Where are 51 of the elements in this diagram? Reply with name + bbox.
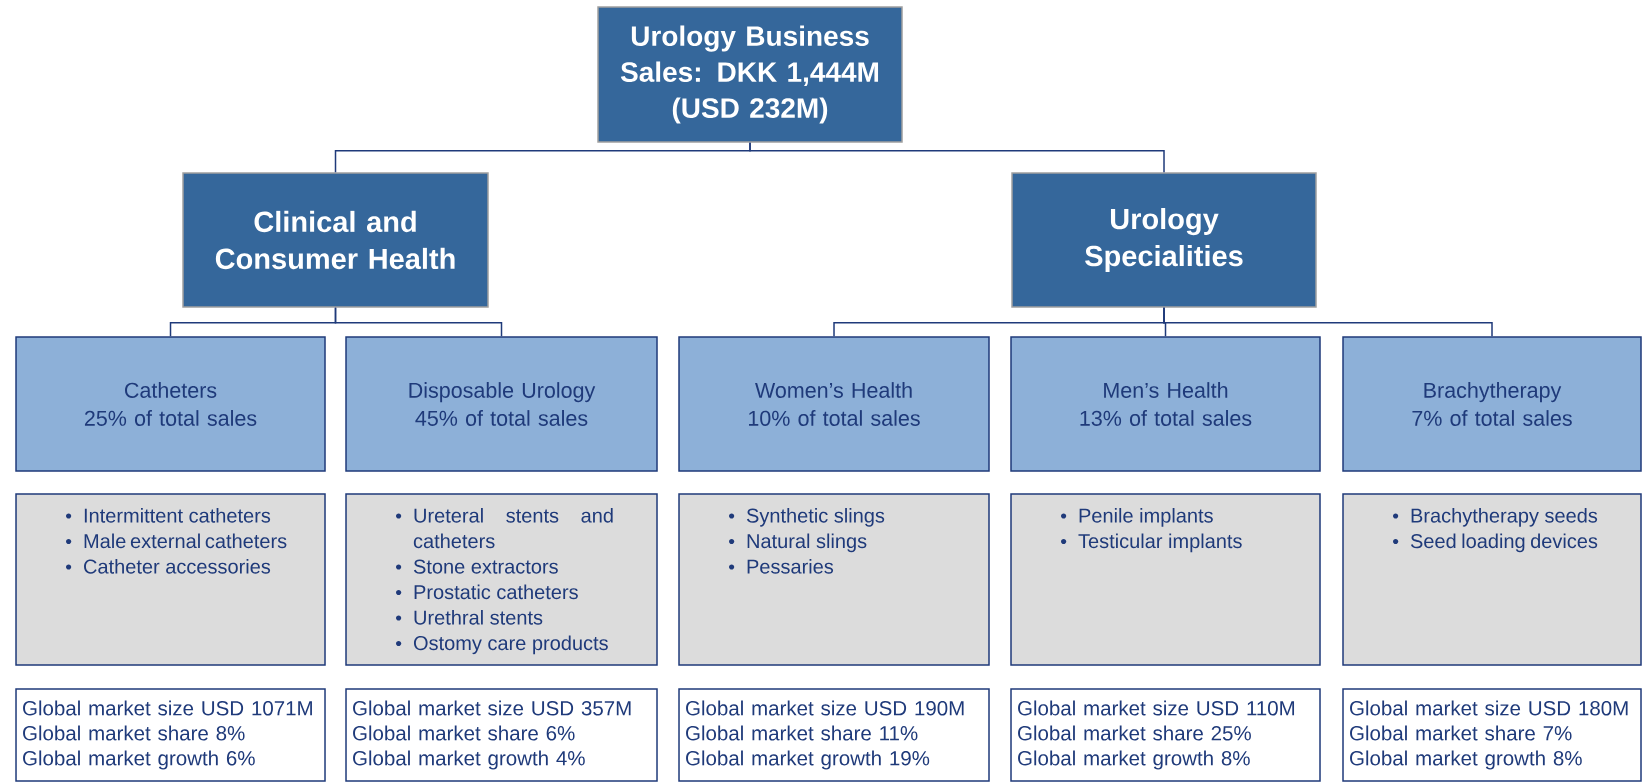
category-box: Brachytherapy 7% of total sales bbox=[1342, 336, 1642, 472]
stat-line: Global market growth 19% bbox=[686, 750, 930, 770]
bullet-item: Prostatic catheters bbox=[396, 584, 578, 600]
stat-line: Global market growth 8% bbox=[1350, 750, 1582, 770]
bullet-item: Natural slings bbox=[729, 533, 867, 553]
division-box: Clinical and Consumer Health bbox=[182, 172, 489, 308]
bullet-item: Seed loading devices bbox=[1393, 533, 1598, 553]
bullet-item: Brachytherapy seeds bbox=[1393, 508, 1598, 527]
stat-line: Global market growth 8% bbox=[1018, 750, 1250, 770]
bullet-item: Intermittent catheters bbox=[66, 508, 271, 523]
connector-line bbox=[749, 142, 1165, 173]
market-stats-box bbox=[345, 688, 658, 782]
stat-line: Global market size USD 1071M bbox=[23, 700, 312, 716]
bullet-item: Testicular implants bbox=[1061, 533, 1242, 553]
product-list-box bbox=[345, 493, 658, 666]
bullet-item: Synthetic slings bbox=[729, 508, 885, 527]
product-list-box bbox=[15, 493, 326, 666]
stat-line: Global market size USD 110M bbox=[1018, 700, 1295, 716]
stat-line: Global market share 6% bbox=[353, 725, 575, 741]
stat-line: Global market share 25% bbox=[1018, 725, 1251, 741]
market-stats-box bbox=[678, 688, 990, 782]
market-stats-box bbox=[1342, 688, 1642, 782]
category-box: Catheters 25% of total sales bbox=[15, 336, 326, 472]
market-stats-box bbox=[1010, 688, 1321, 782]
connector-line bbox=[1163, 307, 1493, 337]
stat-line: Global market size USD 357M bbox=[353, 700, 631, 716]
bullet-item: Stone extractors bbox=[396, 559, 558, 574]
summary-box: Urology Business Sales: DKK 1,444M (USD 232M) bbox=[597, 6, 903, 143]
bullet-item: Pessaries bbox=[729, 559, 834, 574]
bullet-item: Penile implants bbox=[1061, 508, 1213, 527]
stat-line: Global market size USD 180M bbox=[1350, 700, 1628, 716]
bullet-item: Ostomy care products bbox=[396, 635, 608, 655]
category-box: Disposable Urology 45% of total sales bbox=[345, 336, 658, 472]
product-list-box bbox=[678, 493, 990, 666]
bullet-item: Ureteral stents and catheters bbox=[396, 508, 613, 549]
stat-line: Global market share 8% bbox=[23, 725, 245, 741]
stat-line: Global market size USD 190M bbox=[686, 700, 964, 716]
bullet-item: Catheter accessories bbox=[66, 559, 271, 574]
category-box: Women’s Health 10% of total sales bbox=[678, 336, 990, 472]
division-box: Urology Specialities bbox=[1011, 172, 1317, 308]
product-list-box bbox=[1010, 493, 1321, 666]
stat-line: Global market growth 4% bbox=[353, 750, 585, 770]
market-stats-box bbox=[15, 688, 326, 782]
connector-line bbox=[334, 307, 503, 337]
bullet-item: Urethral stents bbox=[396, 610, 543, 625]
stat-line: Global market growth 6% bbox=[23, 750, 255, 770]
category-box: Men’s Health 13% of total sales bbox=[1010, 336, 1321, 472]
bullet-item: Male external catheters bbox=[66, 533, 287, 549]
product-list-box bbox=[1342, 493, 1642, 666]
stat-line: Global market share 11% bbox=[686, 725, 918, 741]
stat-line: Global market share 7% bbox=[1350, 725, 1572, 741]
